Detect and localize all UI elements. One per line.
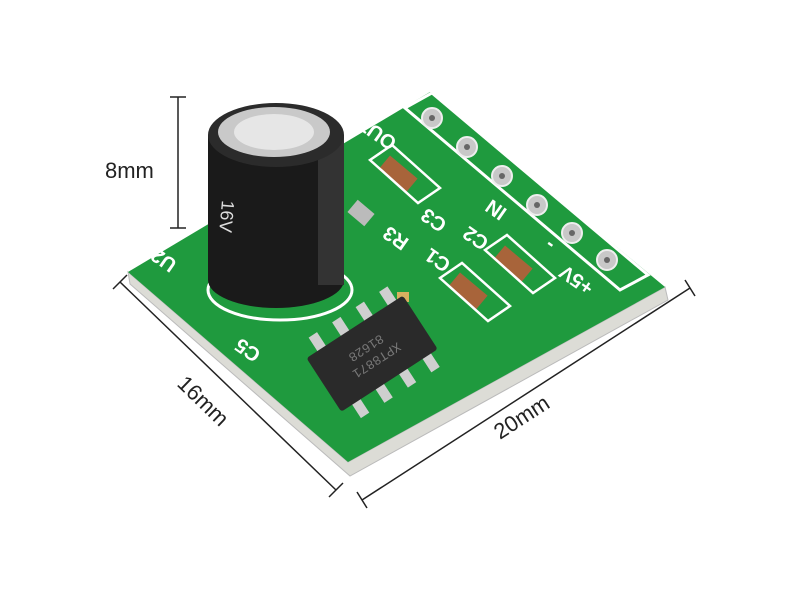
width-dimension xyxy=(112,274,344,498)
header-pads xyxy=(402,91,651,292)
ic-chip: XPT8871 81628 xyxy=(307,286,440,419)
electrolytic-capacitor: 16V xyxy=(206,103,354,322)
pcb-board xyxy=(128,92,665,462)
width-label: 16mm xyxy=(173,371,234,431)
length-dimension xyxy=(356,279,696,509)
length-label: 20mm xyxy=(489,390,554,444)
height-dimension xyxy=(170,96,186,229)
height-label: 8mm xyxy=(105,158,154,183)
capacitor-marking: 16V xyxy=(215,200,238,234)
smd-components xyxy=(347,143,558,323)
